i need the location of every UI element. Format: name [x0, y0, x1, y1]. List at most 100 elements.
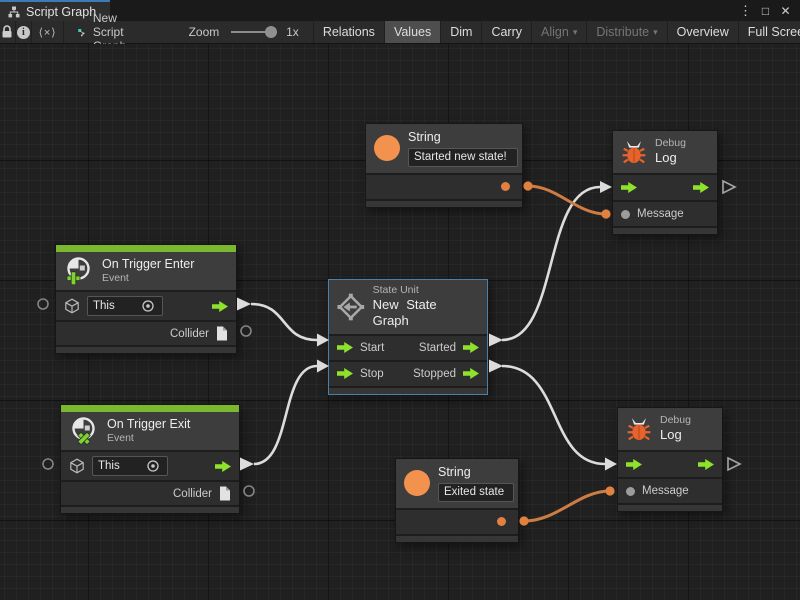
string-value-input[interactable] — [408, 148, 518, 167]
start-port-label: Start — [360, 342, 384, 354]
message-input-port[interactable] — [626, 487, 635, 496]
string-output-port[interactable] — [501, 182, 510, 191]
event-accent-bar — [56, 245, 236, 252]
zoom-slider[interactable] — [231, 21, 277, 43]
distribute-dropdown[interactable]: Distribute ▾ — [586, 21, 666, 43]
target-picker-icon[interactable] — [141, 299, 155, 313]
node-subtitle: Event — [107, 432, 190, 445]
node-footer — [56, 345, 236, 353]
values-button[interactable]: Values — [384, 21, 440, 43]
debug-bug-icon — [621, 139, 647, 165]
node-category: State Unit — [373, 284, 479, 297]
start-input-port[interactable] — [337, 342, 353, 353]
relations-button[interactable]: Relations — [313, 21, 384, 43]
string-literal-icon — [404, 470, 430, 496]
graph-toolbar: i ⟨×⟩ New Script Graph Zoom 1x Relations… — [0, 21, 800, 44]
flow-output-port[interactable] — [698, 459, 714, 470]
string-value-input[interactable] — [438, 483, 514, 502]
node-debug-log-bottom[interactable]: Debug Log Message — [617, 407, 723, 512]
gameobject-cube-icon — [64, 298, 80, 314]
tab-title: Script Graph — [26, 5, 96, 19]
node-title: String — [438, 465, 514, 481]
script-graph-tab-icon — [8, 6, 20, 18]
gameobject-cube-icon — [69, 458, 85, 474]
chevron-down-icon: ▾ — [573, 27, 578, 38]
node-title: New State Graph — [373, 297, 479, 330]
node-state-unit[interactable]: State Unit New State Graph Start Started… — [328, 279, 488, 395]
node-category: Debug — [655, 137, 686, 150]
message-input-port[interactable] — [621, 210, 630, 219]
debug-bug-icon — [626, 416, 652, 442]
close-icon[interactable]: ✕ — [777, 4, 794, 18]
kebab-menu-icon[interactable]: ⋮ — [737, 3, 754, 19]
on-trigger-enter-icon — [64, 256, 94, 286]
flow-output-port[interactable] — [215, 461, 231, 472]
align-dropdown[interactable]: Align ▾ — [531, 21, 586, 43]
code-icon: ⟨×⟩ — [39, 26, 57, 39]
collider-port-label: Collider — [170, 328, 209, 340]
fullscreen-button[interactable]: Full Screen — [738, 21, 800, 43]
on-trigger-exit-icon — [69, 416, 99, 446]
node-debug-log-top[interactable]: Debug Log Message — [612, 130, 718, 235]
dim-button[interactable]: Dim — [440, 21, 481, 43]
node-footer — [61, 505, 239, 513]
started-output-port[interactable] — [463, 342, 479, 353]
node-title: Log — [655, 150, 686, 166]
node-on-trigger-enter[interactable]: On Trigger Enter Event Collider — [55, 244, 237, 354]
node-footer — [396, 534, 518, 542]
lock-button[interactable] — [0, 21, 16, 43]
this-target-field[interactable] — [87, 296, 163, 316]
this-input[interactable] — [93, 300, 137, 312]
info-icon: i — [17, 26, 30, 39]
maximize-icon[interactable]: □ — [757, 4, 774, 18]
stopped-port-label: Stopped — [413, 368, 456, 380]
node-subtitle: Event — [102, 272, 194, 285]
zoom-label: Zoom — [189, 21, 220, 43]
node-string-bottom[interactable]: String — [395, 458, 519, 543]
code-preview-button[interactable]: ⟨×⟩ — [32, 21, 64, 43]
toolbar-toggle-group: Relations Values Dim Carry Align ▾ Distr… — [313, 21, 800, 43]
state-unit-icon — [337, 293, 365, 321]
stop-port-label: Stop — [360, 368, 384, 380]
node-string-top[interactable]: String — [365, 123, 523, 208]
flow-input-port[interactable] — [621, 182, 637, 193]
this-target-field[interactable] — [92, 456, 168, 476]
node-category: Debug — [660, 414, 691, 427]
target-picker-icon[interactable] — [146, 459, 160, 473]
stopped-output-port[interactable] — [463, 368, 479, 379]
node-footer — [366, 199, 522, 207]
node-title: On Trigger Enter — [102, 257, 194, 273]
string-literal-icon — [374, 135, 400, 161]
collider-file-icon[interactable] — [219, 486, 231, 501]
node-title: On Trigger Exit — [107, 417, 190, 433]
info-button[interactable]: i — [16, 21, 32, 43]
zoom-value: 1x — [286, 21, 299, 43]
graph-name-chip[interactable]: New Script Graph — [78, 21, 140, 43]
node-footer — [618, 503, 722, 511]
node-on-trigger-exit[interactable]: On Trigger Exit Event Collider — [60, 404, 240, 514]
overview-button[interactable]: Overview — [667, 21, 738, 43]
node-title: String — [408, 130, 518, 146]
event-accent-bar — [61, 405, 239, 412]
string-output-port[interactable] — [497, 517, 506, 526]
node-title: Log — [660, 427, 691, 443]
carry-button[interactable]: Carry — [481, 21, 531, 43]
lock-icon — [1, 25, 13, 39]
collider-port-label: Collider — [173, 488, 212, 500]
this-input[interactable] — [98, 460, 142, 472]
collider-file-icon[interactable] — [216, 326, 228, 341]
flow-output-port[interactable] — [212, 301, 228, 312]
flow-output-port[interactable] — [693, 182, 709, 193]
flow-input-port[interactable] — [626, 459, 642, 470]
started-port-label: Started — [419, 342, 456, 354]
chevron-down-icon: ▾ — [653, 27, 658, 38]
window-controls: ⋮ □ ✕ — [737, 0, 800, 21]
message-port-label: Message — [637, 208, 684, 220]
stop-input-port[interactable] — [337, 368, 353, 379]
zoom-slider-knob[interactable] — [265, 26, 277, 38]
graph-node-icon — [78, 25, 86, 40]
message-port-label: Message — [642, 485, 689, 497]
node-footer — [613, 226, 717, 234]
node-footer — [329, 386, 487, 394]
